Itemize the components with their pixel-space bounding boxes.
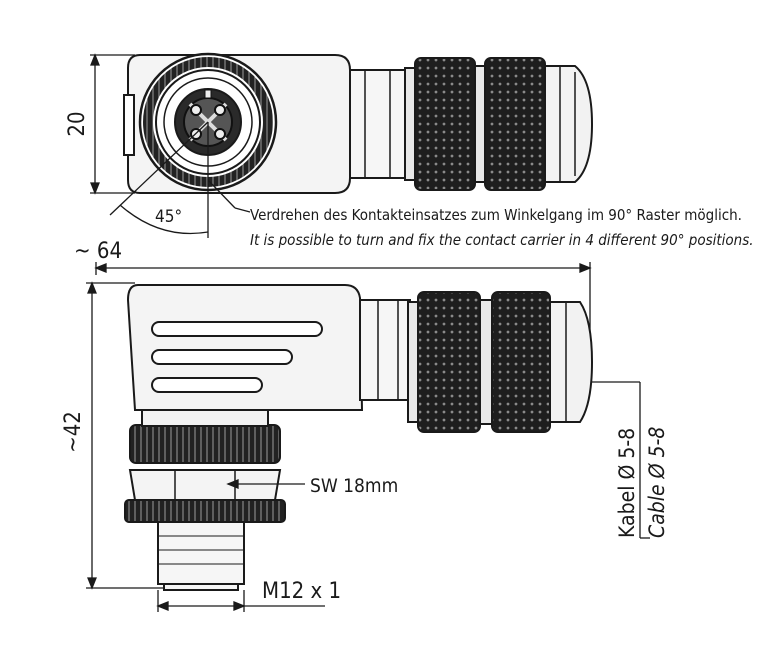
top-latch <box>123 94 135 156</box>
top-view <box>123 52 594 194</box>
dim-height-side: ~42 <box>61 411 86 453</box>
side-nut-2 <box>491 291 551 433</box>
grip-slot-2 <box>151 349 293 365</box>
cable-label-en: Cable Ø 5-8 <box>645 427 669 538</box>
side-neck <box>359 299 411 401</box>
hex-nut <box>128 469 282 501</box>
bottom-ring <box>124 499 286 523</box>
cable-label-de: Kabel Ø 5-8 <box>615 428 639 538</box>
thread-m12 <box>157 521 245 585</box>
dim-length: ~ 64 <box>74 239 122 264</box>
top-cable-cap <box>544 65 594 183</box>
top-neck <box>349 69 406 179</box>
top-nut-1 <box>414 57 476 191</box>
dim-wrench: SW 18mm <box>310 475 398 497</box>
dim-angle: 45° <box>155 207 182 227</box>
note-de: Verdrehen des Kontakteinsatzes zum Winke… <box>250 206 742 224</box>
note-en: It is possible to turn and fix the conta… <box>250 231 754 249</box>
side-nut-1 <box>417 291 481 433</box>
side-view <box>124 284 594 591</box>
top-dimensions <box>90 53 251 238</box>
side-dimensions <box>86 281 650 612</box>
top-nut-2 <box>484 57 546 191</box>
side-cable-cap <box>549 301 594 423</box>
dim-height-top: 20 <box>65 111 90 136</box>
bottom-coupling <box>129 424 281 464</box>
grip-slot-1 <box>151 321 323 337</box>
grip-slot-3 <box>151 377 263 393</box>
dim-thread: M12 x 1 <box>262 579 341 604</box>
